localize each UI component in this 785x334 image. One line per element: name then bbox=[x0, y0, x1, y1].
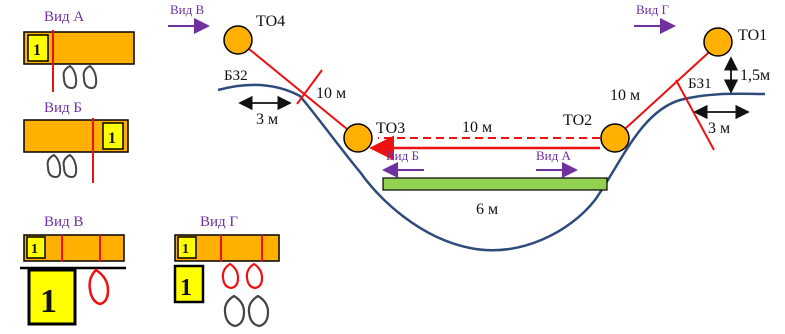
view-g-marker-label: Вид Г bbox=[636, 2, 669, 17]
view-b-number-box bbox=[102, 122, 124, 150]
view-g-gray-carabiner-2 bbox=[247, 294, 270, 328]
rope-to1-to2 bbox=[614, 43, 719, 139]
view-a-title: Вид А bbox=[44, 9, 84, 25]
point-to1 bbox=[703, 27, 733, 57]
view-a-number-box bbox=[27, 34, 49, 62]
view-v-number-small: 1 bbox=[31, 242, 38, 257]
point-to3 bbox=[343, 123, 373, 153]
view-a-carabiner-1 bbox=[62, 64, 78, 90]
view-g-number-small: 1 bbox=[182, 242, 189, 257]
view-b-title: Вид Б bbox=[44, 100, 82, 116]
view-g-red-carabiner-2 bbox=[245, 262, 264, 290]
label-bz1: БЗ1 bbox=[688, 76, 712, 92]
view-g-number-box-small bbox=[177, 236, 197, 259]
rope-right-length: 10 м bbox=[610, 87, 640, 104]
view-b-marker-label: Вид Б bbox=[386, 148, 419, 163]
view-g-panel: Вид Г 1 1 bbox=[173, 214, 280, 328]
view-v-marker-label: Вид В bbox=[170, 2, 204, 17]
label-to4: ТО4 bbox=[256, 13, 285, 30]
label-to3: ТО3 bbox=[376, 120, 405, 137]
view-v-number-box-small bbox=[26, 236, 46, 259]
rope-to4-to3 bbox=[237, 39, 359, 139]
view-g-title: Вид Г bbox=[200, 214, 238, 230]
platform-base bbox=[382, 177, 608, 191]
view-v-number-large: 1 bbox=[40, 283, 57, 320]
view-b-carabiner-1 bbox=[46, 153, 62, 179]
point-to4 bbox=[223, 25, 253, 55]
view-a-number: 1 bbox=[33, 42, 41, 59]
label-to1: ТО1 bbox=[738, 27, 767, 44]
view-b-carabiner-2 bbox=[62, 153, 78, 179]
base-width-label: 6 м bbox=[476, 201, 498, 218]
bz2-width-label: 3 м bbox=[256, 111, 278, 128]
view-a-carabiner-2 bbox=[82, 64, 98, 90]
valley-terrain bbox=[217, 83, 766, 252]
view-a-panel: Вид А 1 bbox=[23, 9, 135, 92]
view-v-panel: Вид В 1 1 bbox=[20, 214, 126, 326]
view-b-panel: Вид Б 1 bbox=[23, 100, 129, 183]
view-g-gray-carabiner-1 bbox=[223, 294, 246, 328]
rope-left-length: 10 м bbox=[316, 85, 346, 102]
view-g-number-box-large bbox=[173, 264, 205, 304]
label-to2: ТО2 bbox=[563, 112, 592, 129]
view-v-number-box-large bbox=[27, 268, 77, 326]
view-v-title: Вид В bbox=[44, 214, 83, 230]
label-bz2: БЗ2 bbox=[224, 68, 248, 84]
view-a-marker-label: Вид А bbox=[536, 148, 571, 163]
height-label: 1,5м bbox=[740, 67, 770, 84]
traverse-length: 10 м bbox=[462, 119, 492, 136]
bz1-width-label: 3 м bbox=[708, 120, 730, 137]
view-g-red-carabiner-1 bbox=[221, 262, 240, 290]
view-g-number-large: 1 bbox=[180, 275, 192, 301]
view-v-carabiner bbox=[88, 268, 110, 306]
view-b-number: 1 bbox=[108, 130, 116, 147]
point-to2 bbox=[600, 123, 630, 153]
bz2-boundary-mark bbox=[296, 69, 323, 105]
